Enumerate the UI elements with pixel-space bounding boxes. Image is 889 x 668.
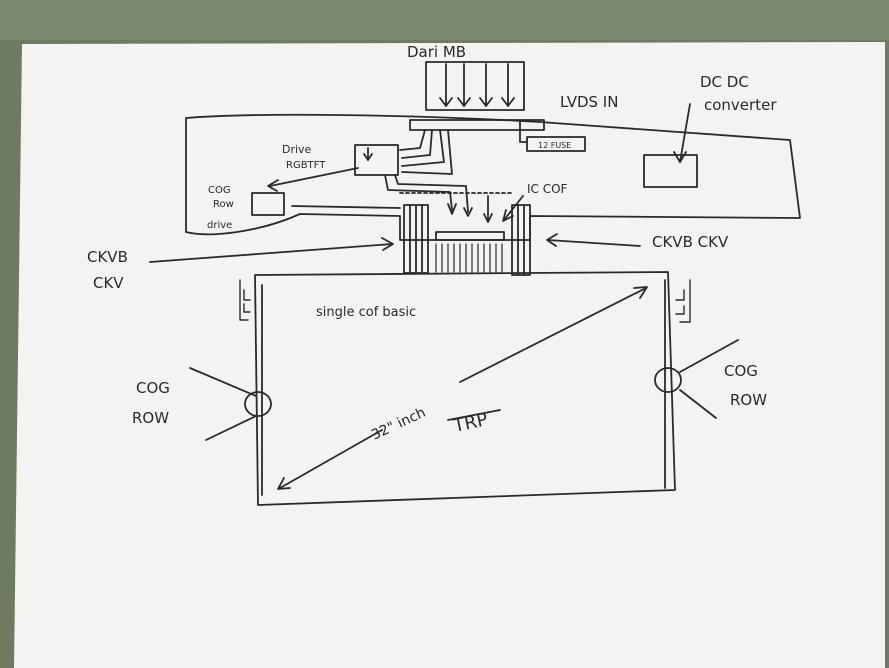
panel-outline [254, 271, 676, 506]
cof-left-stripes [403, 204, 429, 274]
panel-left-connectors [239, 279, 251, 321]
cog-row-right-circle [654, 367, 682, 393]
cog-row-left-circle [244, 391, 272, 417]
fuse-box [526, 136, 586, 152]
label-fuse: 12 FUSE [538, 141, 571, 150]
label-dari-mb: Dari MB [407, 43, 466, 61]
label-cog-row-left-1: COG [136, 379, 170, 397]
label-cog-row-right-1: COG [724, 362, 758, 380]
label-cog-row-drive-3: drive [207, 220, 232, 231]
label-rgbtft: RGBTFT [286, 160, 326, 171]
drive-rgbtft-box [354, 144, 399, 176]
label-drive: Drive [282, 143, 312, 156]
label-cog-row-drive-1: COG [208, 185, 231, 196]
label-ckvb-left-2: CKV [93, 274, 124, 292]
mb-arrows [439, 63, 515, 107]
paper-sheet [14, 42, 885, 668]
size-diagonal-line-upper [459, 287, 647, 383]
dc-dc-box [643, 154, 698, 188]
ckvb-right-arrow [547, 239, 641, 247]
ic-cof-chip [435, 231, 505, 241]
cof-hatching [435, 243, 503, 273]
cof-right-stripes [511, 204, 531, 276]
lvds-connector [409, 119, 545, 131]
mb-input-box [425, 61, 525, 111]
ckvb-left-arrow [149, 243, 393, 263]
panel-right-connectors [675, 279, 691, 323]
label-lvds-in: LVDS IN [560, 93, 618, 111]
label-ckvb-left-1: CKVB [87, 248, 128, 266]
label-single-cof: single cof basic [316, 305, 416, 320]
label-dc-dc: DC DC [700, 73, 749, 91]
size-diagonal-line-lower [279, 429, 383, 489]
label-converter: converter [704, 96, 777, 114]
control-board-outline [185, 113, 801, 241]
label-cog-row-right-2: ROW [730, 391, 767, 409]
cog-row-drive-box [251, 192, 285, 216]
label-cog-row-left-2: ROW [132, 409, 169, 427]
dc-dc-arrow [679, 103, 691, 163]
label-ic-cof: IC COF [527, 182, 568, 196]
label-ckvb-right: CKVB CKV [652, 233, 729, 251]
background-shade [0, 0, 889, 40]
label-cog-row-drive-2: Row [213, 199, 234, 210]
